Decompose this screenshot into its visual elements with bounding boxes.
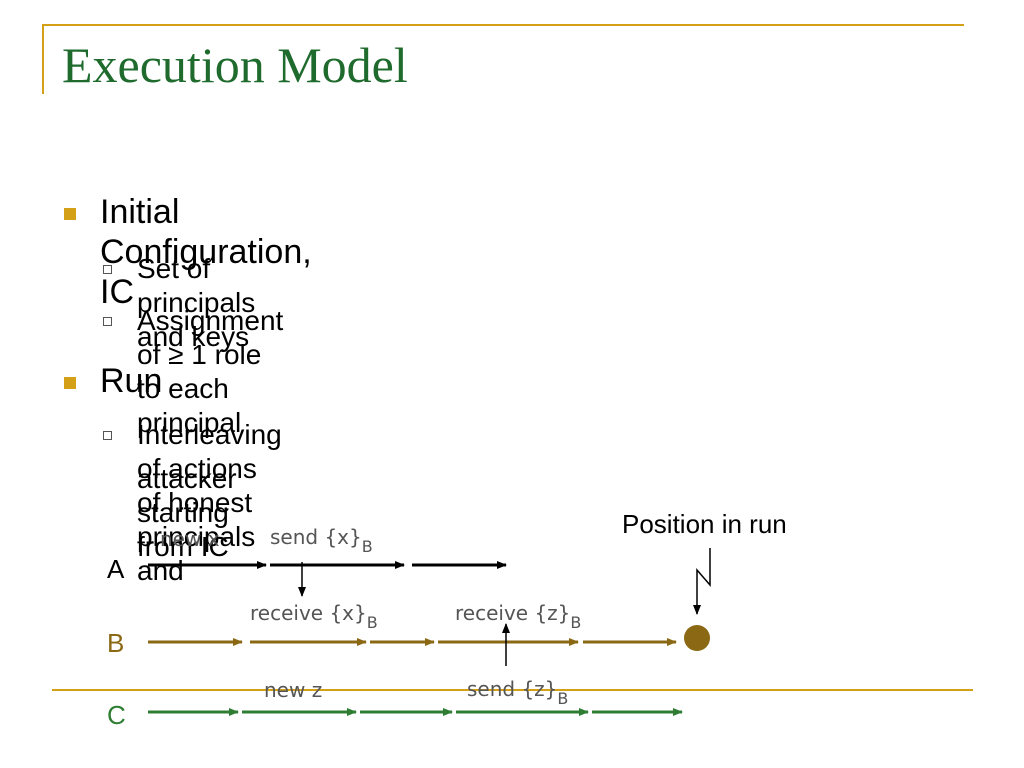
sub-bullet-text-continued: attacker starting from IC (137, 463, 237, 562)
position-in-run-label: Position in run (622, 509, 787, 539)
bullet-text: Initial Configuration, IC (100, 193, 312, 311)
event-label-send-x: send {x}B (270, 525, 373, 556)
bullet-square-icon (64, 208, 76, 220)
lane-b-arrows (148, 625, 710, 651)
sub-bullet-text: Assignment of ≥ 1 role to each principal (137, 305, 284, 438)
hollow-square-icon (103, 317, 112, 326)
lane-label-a: A (107, 554, 125, 584)
bullet-square-icon (64, 377, 76, 389)
frame-bottom-line (52, 689, 973, 691)
sub-bullet-text: Interleaving of actions of honest princi… (137, 419, 282, 586)
event-label-receive-x: receive {x}B (250, 601, 378, 632)
bullet-text: Run (100, 362, 163, 400)
hollow-square-icon (103, 431, 112, 440)
frame-top-line (43, 24, 964, 26)
hollow-square-icon (103, 265, 112, 274)
event-label-new-z: new z (264, 678, 322, 702)
frame-left-line (42, 24, 44, 94)
event-label-send-z: send {z}B (467, 677, 568, 708)
lane-label-b: B (107, 628, 124, 658)
lane-label-c: C (107, 700, 126, 730)
event-label-receive-z: receive {z}B (455, 601, 581, 632)
event-label-new-x: new x (160, 527, 220, 551)
position-marker-dot (684, 625, 710, 651)
slide-title: Execution Model (62, 37, 408, 93)
position-callout-zigzag-arrow (693, 548, 711, 615)
sub-bullet-text: Set of principals and keys (137, 253, 256, 352)
